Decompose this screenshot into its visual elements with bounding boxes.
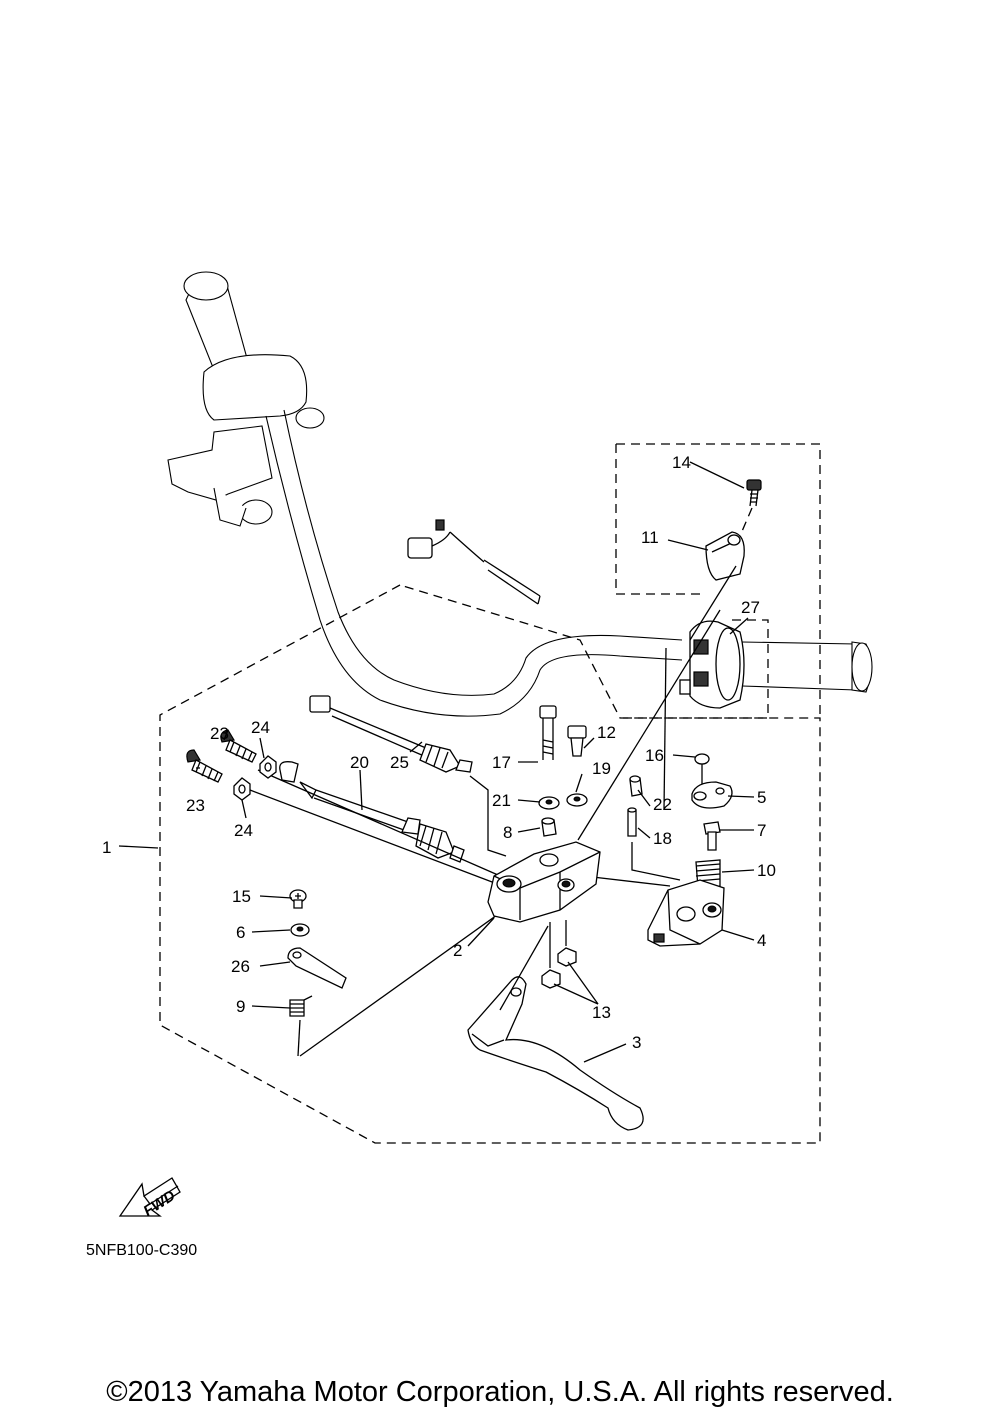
callout-18: 18 — [653, 829, 672, 848]
copyright-notice: ©2013 Yamaha Motor Corporation, U.S.A. A… — [106, 1376, 894, 1408]
bolt-12 — [567, 725, 587, 757]
switch-base-4 — [647, 879, 725, 947]
callout-5: 5 — [757, 788, 766, 807]
callout-12: 12 — [597, 723, 616, 742]
group-box-lever-assy — [159, 584, 821, 1144]
bolt-17 — [539, 705, 557, 760]
adjuster-23-upper — [220, 729, 257, 763]
bracket-5 — [691, 781, 733, 809]
callout-2: 2 — [453, 941, 462, 960]
nut-24-upper — [259, 755, 277, 779]
collar-8 — [541, 817, 557, 837]
switch-housing-27 — [679, 620, 745, 709]
diagram-code: 5NFB100-C390 — [86, 1242, 197, 1259]
cover-11 — [705, 531, 745, 581]
spring-9 — [289, 995, 313, 1017]
lever-holder-2 — [487, 841, 601, 923]
callout-21: 21 — [492, 791, 511, 810]
callout-17: 17 — [492, 753, 511, 772]
screw-16 — [694, 753, 710, 784]
group-box-switch-assy — [615, 443, 821, 719]
nut-24-lower — [233, 777, 251, 801]
callout-23-upper: 23 — [210, 724, 229, 743]
callout-6: 6 — [236, 923, 245, 942]
fwd-arrow-icon: FWD — [118, 1177, 181, 1220]
plate-26 — [287, 947, 347, 989]
callout-8: 8 — [503, 823, 512, 842]
callout-14: 14 — [672, 453, 691, 472]
callout-1: 1 — [102, 838, 111, 857]
callout-labels: 1 2 3 4 5 6 7 8 9 10 11 12 13 14 15 16 1… — [102, 453, 776, 1052]
nut-13-upper — [557, 947, 577, 967]
callout-3: 3 — [632, 1033, 641, 1052]
callout-24-lower: 24 — [234, 821, 253, 840]
nut-13-lower — [541, 969, 561, 989]
handlebar-outline — [167, 271, 873, 717]
washer-21 — [538, 796, 560, 810]
callout-27: 27 — [741, 598, 760, 617]
callout-15: 15 — [232, 887, 251, 906]
screw-15 — [289, 889, 307, 909]
washer-6 — [290, 923, 310, 937]
switch-wire — [407, 519, 541, 605]
callout-26: 26 — [231, 957, 250, 976]
pin-18 — [627, 807, 637, 837]
callout-7: 7 — [757, 821, 766, 840]
callout-25: 25 — [390, 753, 409, 772]
callout-20: 20 — [350, 753, 369, 772]
cable-25 — [309, 695, 473, 773]
callout-11: 11 — [641, 528, 659, 547]
screw-14 — [746, 479, 762, 507]
callout-9: 9 — [236, 997, 245, 1016]
washer-19 — [566, 793, 588, 807]
callout-23-lower: 23 — [186, 796, 205, 815]
bolt-7 — [703, 821, 721, 851]
adjuster-23-lower — [186, 749, 223, 783]
callout-22: 22 — [653, 795, 672, 814]
callout-10: 10 — [757, 861, 776, 880]
callout-16: 16 — [645, 746, 664, 765]
callout-24-upper: 24 — [251, 718, 270, 737]
leader-lines — [118, 461, 755, 1063]
lever-3 — [467, 976, 644, 1131]
callout-4: 4 — [757, 931, 766, 950]
callout-13: 13 — [592, 1003, 611, 1022]
callout-19: 19 — [592, 759, 611, 778]
